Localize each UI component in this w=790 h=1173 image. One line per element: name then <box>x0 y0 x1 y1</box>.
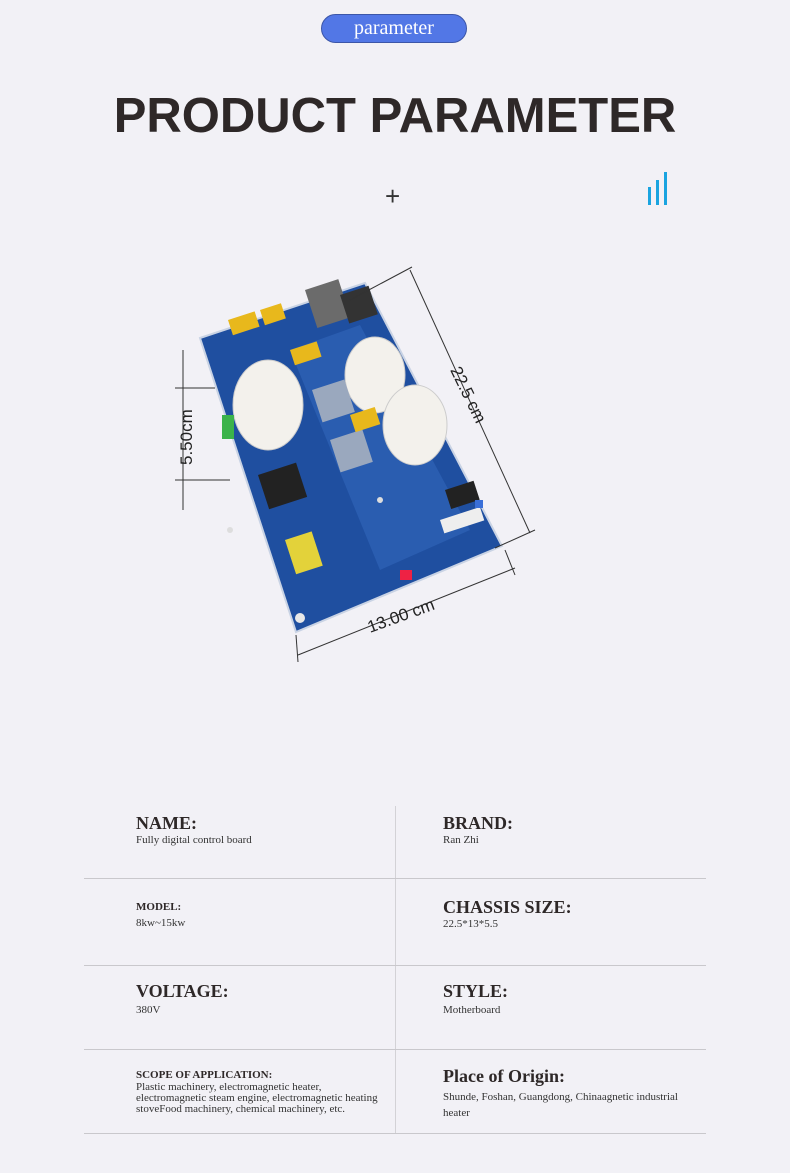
param-model: MODEL: 8kw~15kw <box>136 900 376 930</box>
param-label: STYLE: <box>443 981 509 1001</box>
length-dimension-label: 22.5 cm <box>446 363 490 426</box>
width-dimension-label: 13.00 cm <box>365 595 437 637</box>
param-label: NAME: <box>136 813 197 833</box>
row-divider <box>84 1133 706 1134</box>
param-value: 8kw~15kw <box>136 917 186 929</box>
row-divider <box>84 965 706 966</box>
param-style: STYLE: Motherboard <box>443 980 683 1017</box>
param-value: Ran Zhi <box>443 834 479 846</box>
product-image: 22.5 cm 5.50cm 13.00 cm <box>175 266 536 663</box>
param-value: Fully digital control board <box>136 834 252 846</box>
plus-icon[interactable]: + <box>385 181 401 211</box>
param-value: 380V <box>136 1004 161 1016</box>
param-label: MODEL: <box>136 901 182 913</box>
param-value: Plastic machinery, electromagnetic heate… <box>136 1081 378 1115</box>
param-label: SCOPE OF APPLICATION: <box>136 1069 273 1081</box>
param-name: NAME:Fully digital control board <box>136 812 256 847</box>
param-voltage: VOLTAGE: 380V <box>136 980 376 1017</box>
param-chassis-size: CHASSIS SIZE:22.5*13*5.5 <box>443 896 683 931</box>
param-value: Shunde, Foshan, Guangdong, Chinaagnetic … <box>443 1091 678 1119</box>
circuit-board <box>198 279 504 634</box>
height-dimension-label: 5.50cm <box>177 409 196 465</box>
param-value: 22.5*13*5.5 <box>443 918 498 930</box>
param-label: VOLTAGE: <box>136 981 229 1001</box>
param-brand: BRAND:Ran Zhi <box>443 812 683 847</box>
param-label: Place of Origin: <box>443 1066 565 1086</box>
param-place-of-origin: Place of Origin: Shunde, Foshan, Guangdon… <box>443 1065 688 1121</box>
param-scope: SCOPE OF APPLICATION:Plastic machinery, … <box>136 1069 392 1115</box>
param-value: Motherboard <box>443 1004 501 1016</box>
dimension-lines <box>175 266 536 663</box>
param-label: BRAND: <box>443 813 513 833</box>
signal-bars-icon <box>648 172 668 205</box>
parameter-badge: parameter <box>321 14 467 43</box>
page-title: PRODUCT PARAMETER <box>113 89 677 143</box>
column-divider <box>395 806 396 1134</box>
param-label: CHASSIS SIZE: <box>443 897 572 917</box>
row-divider <box>84 878 706 879</box>
row-divider <box>84 1049 706 1050</box>
